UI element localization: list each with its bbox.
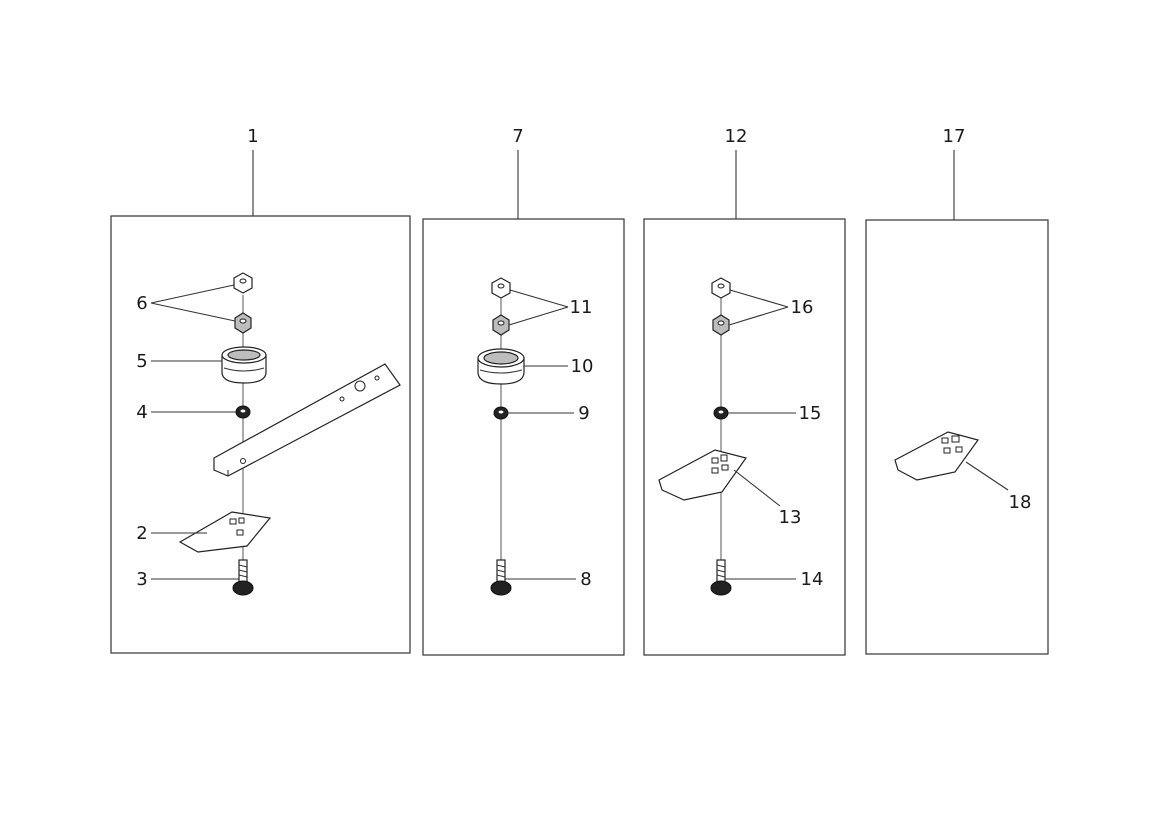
callout-11: 11	[570, 297, 593, 318]
blade-adapter	[477, 348, 525, 385]
assembly-frame-12	[643, 218, 846, 656]
callout-13: 13	[779, 507, 802, 528]
callout-8: 8	[580, 569, 591, 590]
hex-nut-upper	[711, 277, 731, 299]
callout-6: 6	[136, 293, 147, 314]
assembly-1: 1 6 5 4	[110, 126, 411, 654]
callout-9: 9	[578, 403, 589, 424]
assembly-label-12: 12	[725, 126, 748, 147]
callout-16: 16	[791, 297, 814, 318]
blade	[894, 431, 979, 481]
callout-14: 14	[801, 569, 824, 590]
leader-6a	[150, 284, 235, 304]
blade-bolt	[232, 559, 254, 596]
leader-11b	[508, 306, 569, 326]
assembly-12: 12 16 15 13	[643, 126, 846, 656]
callout-15: 15	[799, 403, 822, 424]
leader-16a	[729, 289, 789, 308]
leader-16b	[728, 306, 789, 326]
hex-nut-lower	[492, 314, 510, 336]
blade	[658, 449, 747, 501]
blade-bolt	[490, 559, 512, 596]
hex-nut-upper	[233, 272, 253, 294]
leader-18	[965, 461, 1009, 491]
assembly-frame-7	[422, 218, 625, 656]
washer	[235, 405, 251, 419]
washer	[493, 406, 509, 420]
hex-nut-lower	[712, 314, 730, 336]
small-blade	[178, 511, 272, 553]
assembly-label-17: 17	[943, 126, 966, 147]
assembly-label-7: 7	[512, 126, 523, 147]
callout-10: 10	[571, 356, 594, 377]
callout-3: 3	[136, 569, 147, 590]
leader-6b	[150, 302, 236, 322]
assembly-7: 7 11 10 9	[422, 126, 625, 656]
leader-11a	[509, 289, 569, 308]
callout-2: 2	[136, 523, 147, 544]
assembly-label-1: 1	[247, 126, 258, 147]
blade-bolt	[710, 559, 732, 596]
callout-5: 5	[136, 351, 147, 372]
blade-adapter	[221, 346, 267, 384]
long-blade	[213, 363, 401, 477]
hex-nut-upper	[491, 277, 511, 299]
washer	[713, 406, 729, 420]
leader-13	[733, 469, 781, 507]
assembly-17: 17 18	[865, 126, 1049, 655]
callout-4: 4	[136, 402, 147, 423]
callout-18: 18	[1009, 492, 1032, 513]
hex-nut-lower	[234, 312, 252, 334]
